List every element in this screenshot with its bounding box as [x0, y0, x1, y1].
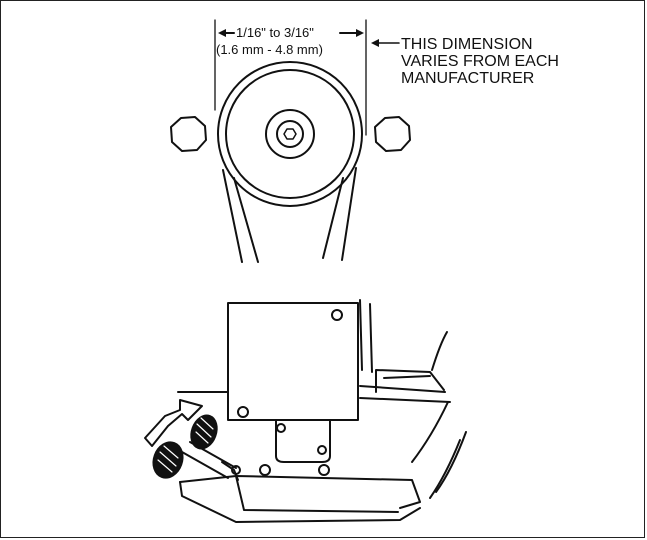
sheet-edge-4 — [429, 439, 461, 499]
base-tray-top — [179, 475, 421, 509]
direction-arrow — [144, 399, 203, 447]
rail-lower — [359, 397, 451, 403]
pulley-hub — [265, 109, 315, 159]
belt-left-inner — [233, 177, 259, 263]
plate-screw-1 — [276, 423, 286, 433]
dimension-note: THIS DIMENSION VARIES FROM EACH MANUFACT… — [401, 36, 559, 87]
feed-roller-rear — [190, 414, 218, 450]
lever-arm — [181, 441, 237, 479]
panel-screw-bottom-left — [237, 406, 249, 418]
sheet-edge-2 — [411, 401, 449, 463]
note-line-2: VARIES FROM EACH — [401, 53, 559, 70]
belt-right-outer — [341, 167, 357, 261]
sheet-edge-1 — [431, 331, 448, 371]
upright — [359, 299, 373, 373]
base-screw-2 — [318, 464, 330, 476]
base-tray-front — [179, 481, 421, 523]
machine-assembly — [144, 299, 467, 523]
belt-right-inner — [322, 177, 344, 259]
pulley-hex-bore — [283, 128, 297, 140]
pulley-hub-inner — [276, 120, 304, 148]
sheet-edge-3 — [435, 431, 467, 493]
dimension-arrow-right — [339, 29, 364, 37]
dimension-range-metric: (1.6 mm - 4.8 mm) — [216, 42, 323, 57]
panel-screw-top-right — [331, 309, 343, 321]
lower-plate — [275, 419, 331, 463]
plate-screw-2 — [317, 445, 327, 455]
base-screw-1 — [259, 464, 271, 476]
right-roller — [374, 116, 411, 152]
bracket-block — [375, 369, 445, 393]
note-line-3: MANUFACTURER — [401, 70, 535, 87]
dimension-arrow-left — [218, 29, 235, 37]
pulley-detail — [170, 19, 411, 263]
left-roller — [170, 116, 207, 152]
dimension-range-imperial: 1/16" to 3/16" — [236, 25, 314, 40]
pulley-inner-ring — [225, 69, 355, 199]
belt-left-outer — [222, 169, 243, 263]
rail-upper — [359, 385, 446, 393]
pulley-outer-ring — [217, 61, 363, 207]
base-tray-inner — [235, 475, 399, 513]
leader-arrow — [371, 39, 400, 47]
main-panel — [227, 302, 359, 421]
note-line-1: THIS DIMENSION — [401, 36, 533, 53]
feed-roller-front — [152, 441, 184, 479]
lever-pivot — [221, 461, 239, 481]
